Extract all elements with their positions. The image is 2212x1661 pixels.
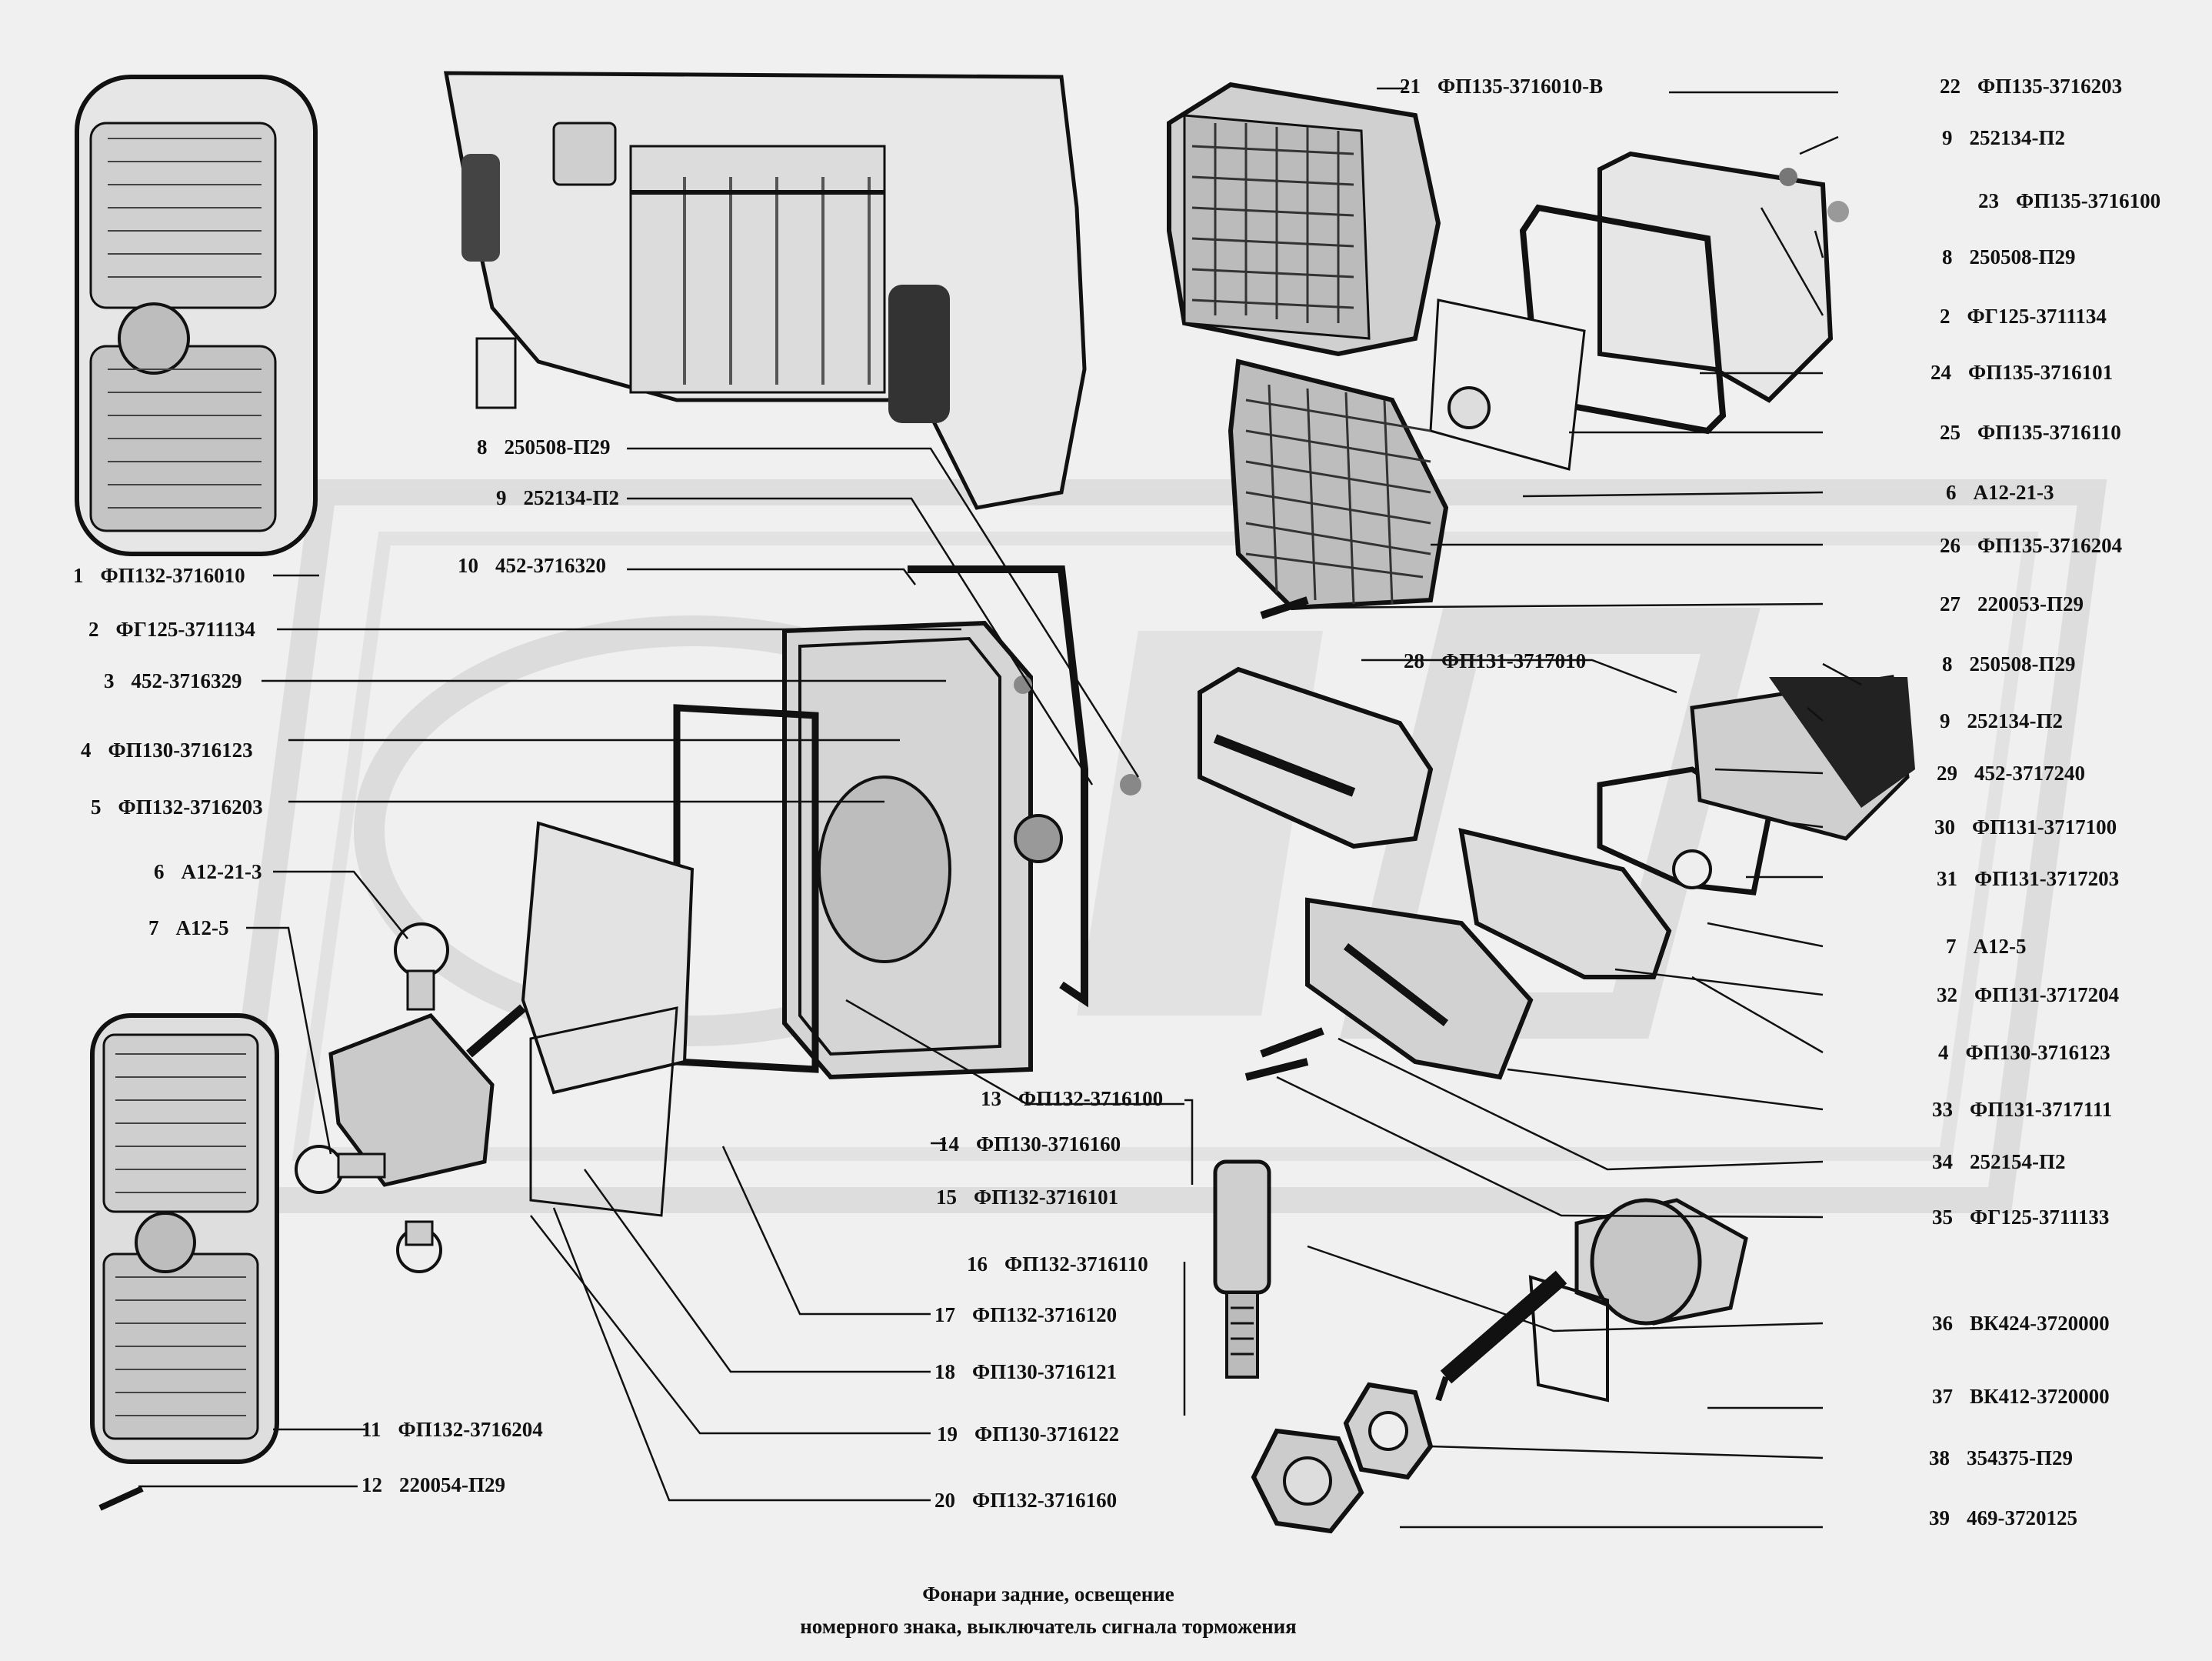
leader-lines [138,87,1862,1529]
diagram-caption-line-2: номерного знака, выключатель сигнала тор… [800,1615,1297,1638]
lens-26 [1228,359,1449,619]
vehicle-rear [444,71,1087,510]
socket-and-bulbs-left [295,821,695,1273]
lamp-21-top-right [1167,82,1441,357]
lamp-housing-center [673,565,1141,1080]
brake-switch [1213,1058,1748,1534]
plate-lamp-28 [1198,666,1915,1080]
lamp-1-upper [75,75,318,556]
lamp-11-lower [90,1013,279,1511]
diagram-caption-line-1: Фонари задние, освещение [922,1583,1174,1606]
lamp-housing-22 [1429,151,1849,471]
